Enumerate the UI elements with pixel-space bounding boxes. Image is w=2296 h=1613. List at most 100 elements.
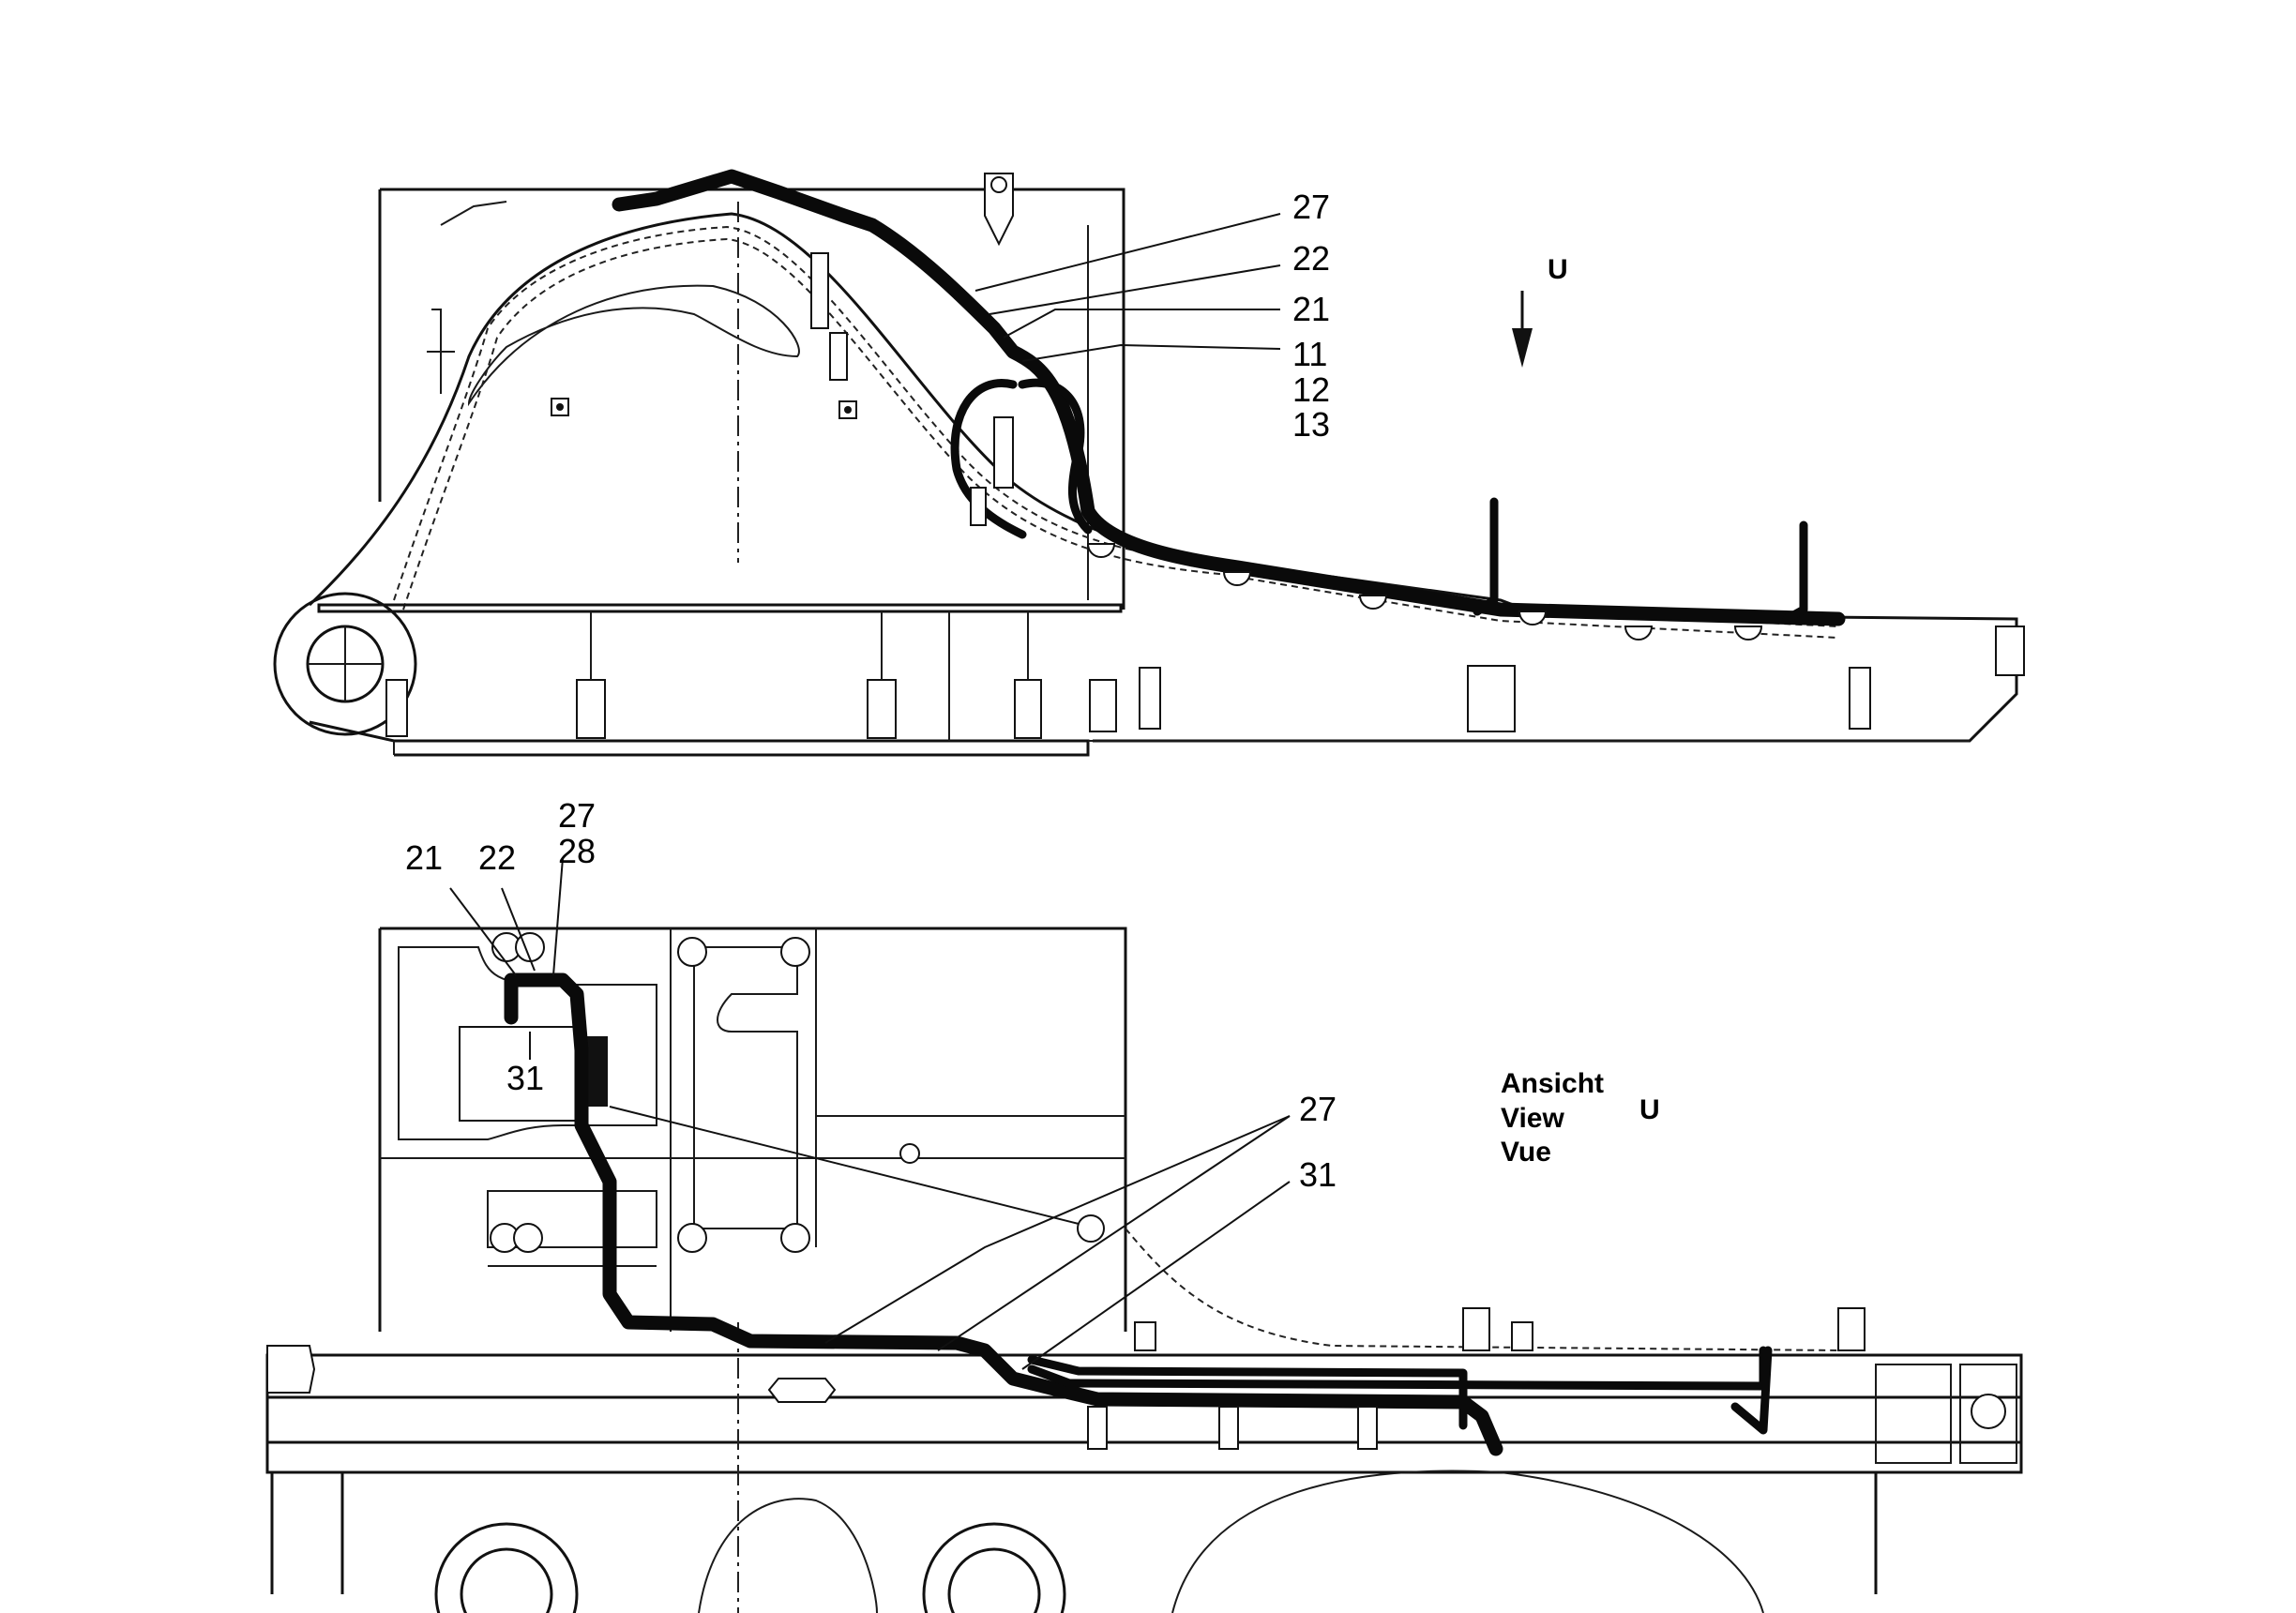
plan-hose-main (504, 972, 1503, 1456)
callout-label: 27 (558, 796, 596, 835)
plan-bolt-circles (490, 932, 1105, 1253)
wheel-left (434, 1522, 579, 1613)
post (1139, 667, 1161, 730)
lower-beam-extension (393, 740, 1970, 755)
boom-cutout (467, 284, 800, 407)
hose-main (612, 169, 1846, 626)
post (1467, 665, 1516, 732)
view-caption-de: Ansicht (1501, 1068, 1604, 1099)
plan-hose-brackets (1087, 1307, 1866, 1450)
fitting (970, 487, 987, 526)
plan-frame-upper (265, 1353, 2023, 1474)
clamp (1518, 611, 1548, 626)
lug-hole (990, 176, 1007, 193)
upper-beam (317, 603, 1123, 613)
hose-riser-b (1782, 520, 1808, 624)
bolt-circle (780, 1223, 810, 1253)
view-marker: U (1548, 254, 1568, 285)
bolt-circle (899, 1143, 920, 1164)
bolt-circle (513, 1223, 543, 1253)
bracket (1087, 1406, 1108, 1450)
hose-clamps (1086, 543, 1763, 641)
plan-mid-cutout (693, 946, 798, 1229)
clamp (1086, 543, 1116, 558)
bolt-circle (780, 937, 810, 967)
side-bracket (427, 309, 455, 394)
bolt-dot (844, 406, 852, 414)
plan-housing-outline (378, 927, 1127, 1332)
plan-housing-partitions (380, 928, 1125, 1332)
boom-hidden-line-b (402, 237, 1839, 639)
callout-label: 13 (1292, 405, 1330, 444)
leader-22 (501, 887, 536, 972)
housing-inner-lines (440, 201, 1089, 600)
bracket (1218, 1406, 1239, 1450)
support-posts (385, 611, 1871, 741)
callout-label: 28 (558, 832, 596, 870)
frame-arch-b (1171, 1470, 1764, 1613)
boom-hidden-line-a (393, 225, 1839, 627)
hose-loop-left (950, 379, 1027, 539)
wheel-right-inner (947, 1547, 1041, 1613)
clamp (1733, 626, 1763, 641)
lower-beam (309, 720, 1090, 757)
callout-label: 11 (1292, 335, 1327, 373)
post (867, 679, 897, 739)
plan-lower-panel (487, 1190, 657, 1267)
view-arrow-head (1512, 328, 1533, 368)
plan-frame-legs (270, 1472, 1878, 1594)
view-caption-en: View (1501, 1103, 1564, 1134)
leader-center (609, 1106, 1080, 1225)
post-stems (590, 611, 1029, 741)
bracket (1837, 1307, 1866, 1351)
post (385, 679, 408, 737)
leader-11 (1021, 343, 1281, 362)
bolt-circle (677, 937, 707, 967)
hose-riser-a (1473, 497, 1499, 616)
post (1014, 679, 1042, 739)
boom-outline (308, 212, 2018, 743)
leader-27-right-b (937, 1115, 1291, 1351)
bolt-circle (677, 1223, 707, 1253)
wheel-left-inner (460, 1547, 553, 1613)
valve-block (459, 1026, 578, 1122)
post (1089, 679, 1117, 732)
pivot-outer (273, 592, 417, 736)
plan-end-plates (1875, 1364, 2017, 1464)
callout-label: 21 (1292, 290, 1330, 328)
plan-hose-branch-b (1027, 1355, 1468, 1430)
pivot-cross (308, 626, 383, 701)
callout-label: 31 (1299, 1155, 1337, 1194)
end-plate (1995, 626, 2025, 676)
fitting (829, 332, 848, 381)
leader-27 (974, 213, 1281, 292)
plan-left-cutout (398, 946, 657, 1140)
bolt-circle (1077, 1214, 1105, 1243)
top-callout-leaders (974, 213, 1281, 362)
leader-28 (552, 857, 564, 976)
bracket (1511, 1321, 1533, 1351)
leader-21 (449, 887, 517, 976)
clamp (1222, 571, 1252, 586)
housing-outline (378, 188, 1125, 610)
frame-arch-a (698, 1498, 878, 1613)
leader-21 (1003, 309, 1280, 339)
plan-hose-branch-c (1730, 1346, 1773, 1435)
end-circle (1971, 1394, 2006, 1429)
plan-callout-leaders (449, 857, 1291, 1370)
bottom-plan-view: 27 28 21 22 31 27 31 Ansicht View Vue U (265, 796, 2023, 1613)
callout-label: 22 (1292, 239, 1330, 278)
fitting (810, 252, 829, 329)
view-caption-fr: Vue (1501, 1137, 1551, 1168)
leader-22 (989, 264, 1281, 315)
plan-hub (266, 1345, 316, 1394)
clamp (1358, 595, 1388, 610)
callout-label: 12 (1292, 370, 1330, 409)
hose-loop-right (1018, 378, 1093, 535)
top-side-view: 27 22 21 11 12 13 U (273, 169, 2025, 757)
callout-label: 27 (1299, 1090, 1337, 1128)
callout-label: 22 (478, 838, 516, 877)
callout-label: 27 (1292, 188, 1330, 226)
bolt-dot (556, 403, 564, 411)
